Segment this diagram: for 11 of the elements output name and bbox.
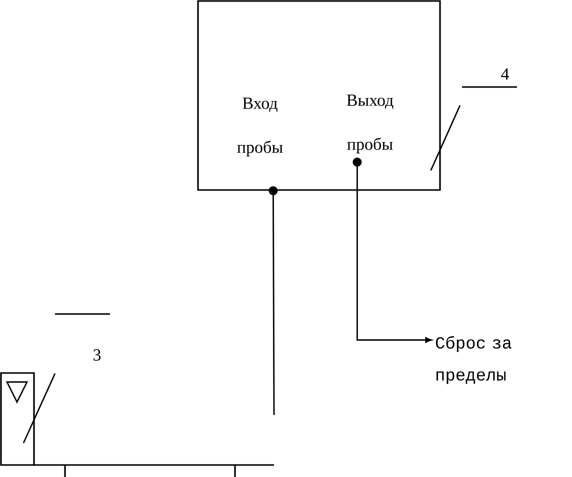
port-label: Выход пробы bbox=[346, 94, 394, 154]
connector-line bbox=[352, 158, 432, 343]
outlet-label: Сброс за пределы bbox=[436, 336, 512, 384]
connector-line bbox=[268, 186, 278, 415]
port-label: Вход пробы bbox=[237, 98, 283, 156]
process-box bbox=[197, 0, 441, 191]
callout-number: 3 bbox=[55, 313, 110, 361]
callout-number: 4 bbox=[462, 68, 517, 88]
leader-line bbox=[430, 105, 461, 171]
leader-line bbox=[22, 373, 56, 444]
gauge-box bbox=[0, 372, 35, 466]
